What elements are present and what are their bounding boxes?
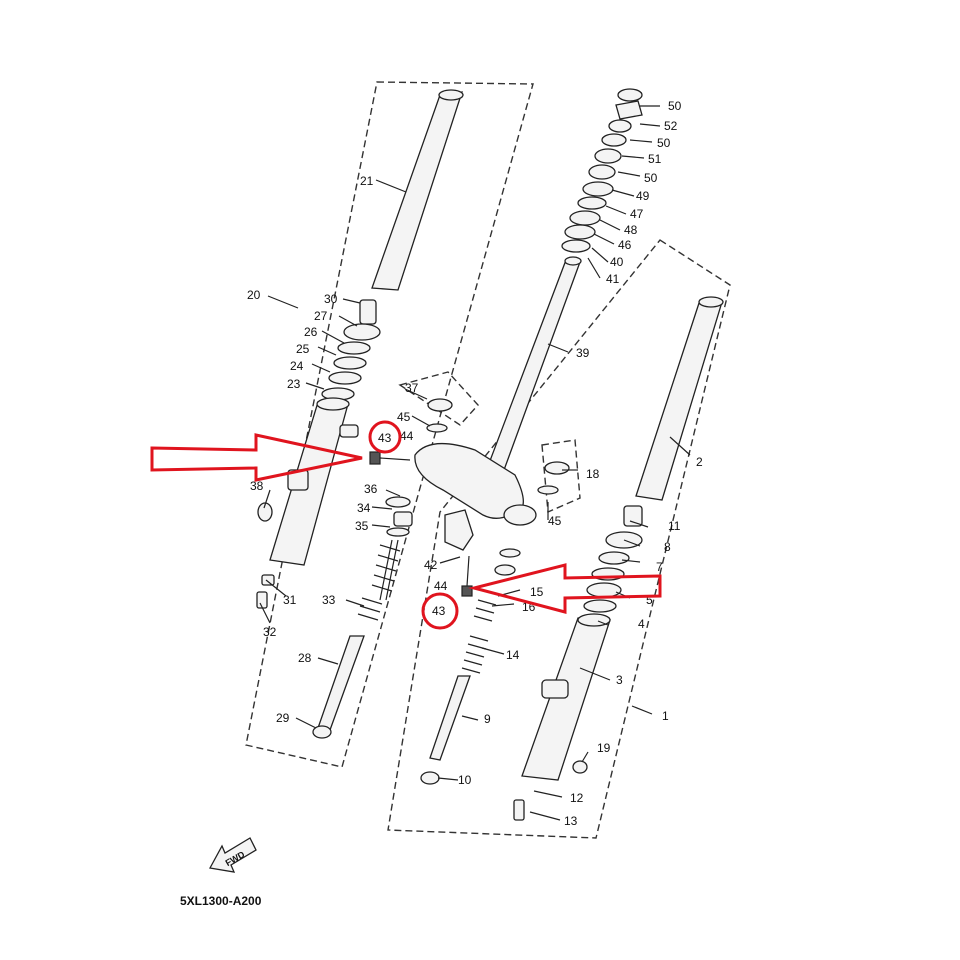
label-32: 32 [263,625,277,639]
label-44-left: 44 [400,429,414,443]
label-12: 12 [570,791,584,805]
label-3: 3 [616,673,623,687]
right-fork-group-outline [387,239,731,839]
label-45-right: 45 [548,514,562,528]
bolt-43-left [369,451,381,465]
label-41: 41 [606,272,620,286]
label-37: 37 [405,381,419,395]
label-50-third: 50 [644,171,658,185]
red-arrow-right [468,563,662,614]
label-8: 8 [664,540,671,554]
label-4: 4 [638,617,645,631]
label-21: 21 [360,174,374,188]
label-7: 7 [656,560,663,574]
left-seal-stack [321,299,381,401]
cap-bolt-outline [541,439,581,514]
label-23: 23 [287,377,301,391]
lower-bracket [414,442,537,551]
label-2: 2 [696,455,703,469]
steering-stem [487,256,582,471]
label-39: 39 [576,346,590,360]
label-46: 46 [618,238,632,252]
label-48: 48 [624,223,638,237]
cap-oring [537,485,559,495]
label-35: 35 [355,519,369,533]
label-27: 27 [314,309,328,323]
label-29: 29 [276,711,290,725]
bearing-nut-stack [561,88,643,253]
leader-lines [259,105,691,821]
cap-bolt [544,461,570,475]
label-34: 34 [357,501,371,515]
highlight-circle-43-right [421,592,459,630]
left-outer-tube [257,397,359,566]
label-19: 19 [597,741,611,755]
label-31: 31 [283,593,297,607]
red-arrow-left [150,433,363,482]
label-36: 36 [364,482,378,496]
label-42: 42 [424,558,438,572]
label-52: 52 [664,119,678,133]
upper-bracket-outline [398,371,479,426]
right-outer-tube [513,613,611,821]
label-50-top: 50 [668,99,682,113]
right-inner-tube [635,296,724,501]
label-33: 33 [322,593,336,607]
label-25: 25 [296,342,310,356]
label-5: 5 [646,593,653,607]
label-50-second: 50 [657,136,671,150]
bolt-44-shaft-left [379,457,411,461]
bracket-cap [427,398,453,412]
label-43-left: 43 [378,431,392,445]
bracket-oring [426,423,448,433]
label-44-right: 44 [434,579,448,593]
label-13: 13 [564,814,578,828]
label-45-left: 45 [397,410,411,424]
label-38: 38 [250,479,264,493]
label-9: 9 [484,712,491,726]
label-49: 49 [636,189,650,203]
label-10: 10 [458,773,472,787]
label-40: 40 [610,255,624,269]
label-24: 24 [290,359,304,373]
fwd-arrow-icon: FWD [208,837,257,873]
label-20: 20 [247,288,261,302]
label-11: 11 [668,519,681,533]
label-30: 30 [324,292,338,306]
diagram-code: 5XL1300-A200 [180,894,262,908]
label-18: 18 [586,467,600,481]
label-51: 51 [648,152,662,166]
left-damper-internals [256,496,413,739]
label-43-right: 43 [432,604,446,618]
label-15: 15 [530,585,544,599]
label-28: 28 [298,651,312,665]
right-damper-internals [420,548,521,785]
label-26: 26 [304,325,318,339]
left-inner-tube [371,89,464,291]
left-fork-group-outline [245,81,534,768]
label-47: 47 [630,207,644,221]
label-14: 14 [506,648,520,662]
highlight-circle-43-left [368,420,402,454]
label-1: 1 [662,709,669,723]
bolt-44-shaft-right [466,555,470,587]
